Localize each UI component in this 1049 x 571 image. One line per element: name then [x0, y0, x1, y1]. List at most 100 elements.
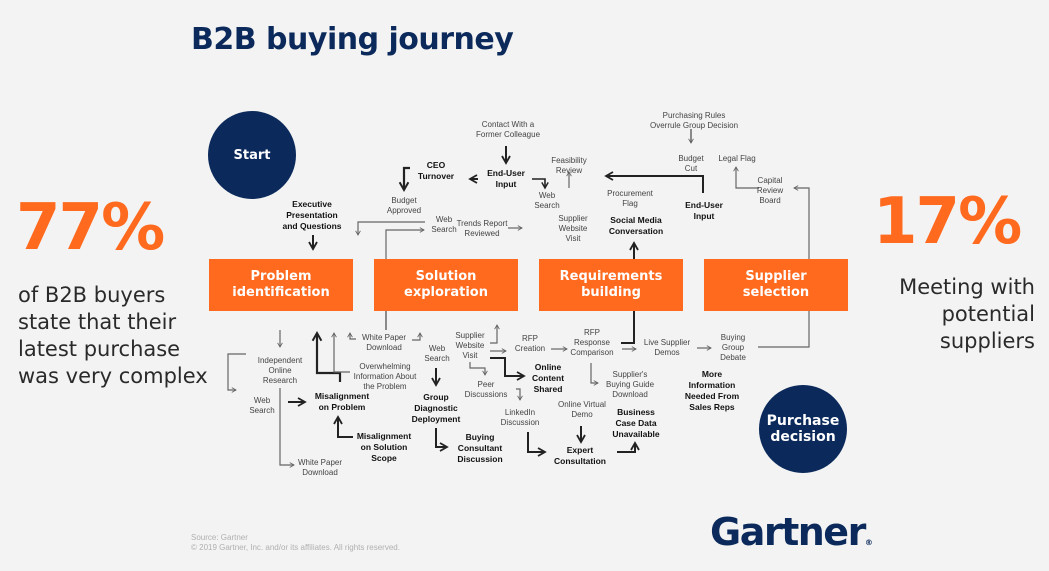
- left-stat-line: of B2B buyers: [18, 283, 166, 307]
- node-line: Web: [428, 344, 446, 353]
- logo-text: Gartner: [710, 510, 866, 554]
- node-line: Scope: [371, 453, 397, 463]
- connector: [604, 171, 704, 193]
- node-line: Download: [366, 343, 402, 352]
- stage-label: selection: [742, 285, 810, 300]
- node-group-diagnostic: Group Diagnostic Deployment: [412, 392, 461, 425]
- node-line: Turnover: [417, 171, 455, 181]
- node-line: Independent: [257, 356, 303, 365]
- node-line: Unavailable: [612, 429, 660, 439]
- node-line: Online: [268, 366, 292, 375]
- connector: [617, 441, 640, 453]
- node-line: White Paper: [361, 333, 407, 342]
- node-line: Review: [555, 166, 583, 175]
- connector: [793, 185, 810, 259]
- node-line: Trends Report: [456, 219, 508, 228]
- node-line: on Problem: [318, 402, 366, 412]
- node-line: More: [701, 369, 723, 379]
- node-line: Research: [262, 376, 298, 385]
- node-line: Search: [431, 225, 457, 234]
- left-stat-line: was very complex: [18, 364, 208, 388]
- node-trends-report: Trends Report Reviewed: [457, 219, 508, 239]
- node-live-supplier-demos: Live Supplier Demos: [644, 338, 690, 358]
- node-line: Sales Reps: [689, 402, 735, 412]
- stage-label: Solution: [415, 269, 477, 284]
- node-line: Shared: [533, 384, 563, 394]
- node-line: Discussions: [464, 390, 508, 399]
- gartner-logo: Gartner®: [710, 510, 873, 554]
- node-line: Discussion: [500, 418, 540, 427]
- node-line: Needed From: [684, 391, 740, 401]
- right-stat-line: potential: [941, 302, 1035, 326]
- node-line: Download: [612, 390, 648, 399]
- node-line: Discussion: [457, 454, 503, 464]
- node-line: Group: [721, 343, 745, 352]
- node-line: Buying: [720, 333, 746, 342]
- node-executive-presentation: Executive Presentation and Questions: [282, 199, 341, 232]
- node-line: Search: [534, 201, 560, 210]
- node-line: Consultation: [554, 456, 606, 466]
- right-stat-line: Meeting with: [899, 275, 1035, 299]
- node-line: Executive: [292, 199, 332, 209]
- node-line: Review: [756, 186, 784, 195]
- node-online-content-shared: Online Content Shared: [532, 362, 564, 395]
- connector: [527, 432, 547, 457]
- node-line: Online Virtual: [558, 400, 606, 409]
- node-line: Overwhelming: [359, 362, 411, 371]
- node-line: Deployment: [411, 414, 461, 424]
- node-feasibility-review: Feasibility Review: [551, 156, 587, 176]
- connector: [435, 428, 449, 452]
- node-line: Supplier's: [612, 370, 648, 379]
- stage-supplier-selection: Supplier selection: [704, 259, 848, 311]
- node-line: Group: [423, 392, 449, 402]
- connector: [532, 178, 549, 190]
- node-line: End-User: [685, 200, 723, 210]
- start-label: Start: [233, 147, 271, 163]
- node-independent-research: Independent Online Research: [258, 356, 303, 386]
- connector: [758, 311, 810, 348]
- node-web-search: Web Search: [424, 344, 449, 364]
- node-procurement-flag: Procurement Flag: [607, 189, 653, 209]
- node-rfp-response-comparison: RFP Response Comparison: [570, 328, 613, 358]
- node-line: Information About: [353, 372, 417, 381]
- node-web-search: Web Search: [431, 215, 456, 235]
- node-line: Input: [495, 179, 517, 189]
- node-line: Website: [558, 224, 588, 233]
- node-line: Buying: [465, 432, 495, 442]
- node-misalignment-scope: Misalignment on Solution Scope: [357, 431, 411, 464]
- connector: [347, 332, 356, 340]
- node-line: the Problem: [363, 382, 407, 391]
- node-peer-discussions: Peer Discussions: [465, 380, 508, 400]
- node-line: Misalignment: [356, 431, 412, 441]
- node-line: White Paper: [297, 458, 343, 467]
- node-line: Supplier: [558, 214, 588, 223]
- node-web-search: Web Search: [249, 396, 274, 416]
- start-node: Start: [208, 111, 296, 199]
- purchase-decision-node: Purchase decision: [759, 385, 847, 473]
- node-line: Cut: [684, 164, 698, 173]
- stage-requirements-building: Requirements building: [539, 259, 683, 311]
- stat-17-percent: 17%: [873, 185, 1022, 259]
- node-line: Demo: [571, 410, 593, 419]
- node-line: Search: [249, 406, 275, 415]
- node-line: Online: [534, 362, 562, 372]
- node-line: Information: [688, 380, 736, 390]
- node-line: and Questions: [282, 221, 342, 231]
- connector: [227, 353, 246, 393]
- node-line: Web: [253, 396, 271, 405]
- stage-solution-exploration: Solution exploration: [374, 259, 518, 311]
- node-line: Web: [435, 215, 453, 224]
- node-linkedin-discussion: LinkedIn Discussion: [501, 408, 540, 428]
- node-supplier-website-visit: Supplier Website Visit: [558, 214, 587, 244]
- connector: [621, 311, 635, 344]
- node-line: Conversation: [608, 226, 664, 236]
- node-white-paper-download: White Paper Download: [362, 333, 406, 353]
- right-stat-line: suppliers: [939, 329, 1035, 353]
- stage-label: identification: [232, 285, 330, 300]
- connector: [311, 331, 342, 382]
- node-line: Content: [531, 373, 565, 383]
- connector: [385, 227, 425, 259]
- copyright-note: © 2019 Gartner, Inc. and/or its affiliat…: [191, 543, 400, 552]
- node-contact-colleague: Contact With a Former Colleague: [476, 120, 540, 140]
- node-line: Supplier: [455, 331, 485, 340]
